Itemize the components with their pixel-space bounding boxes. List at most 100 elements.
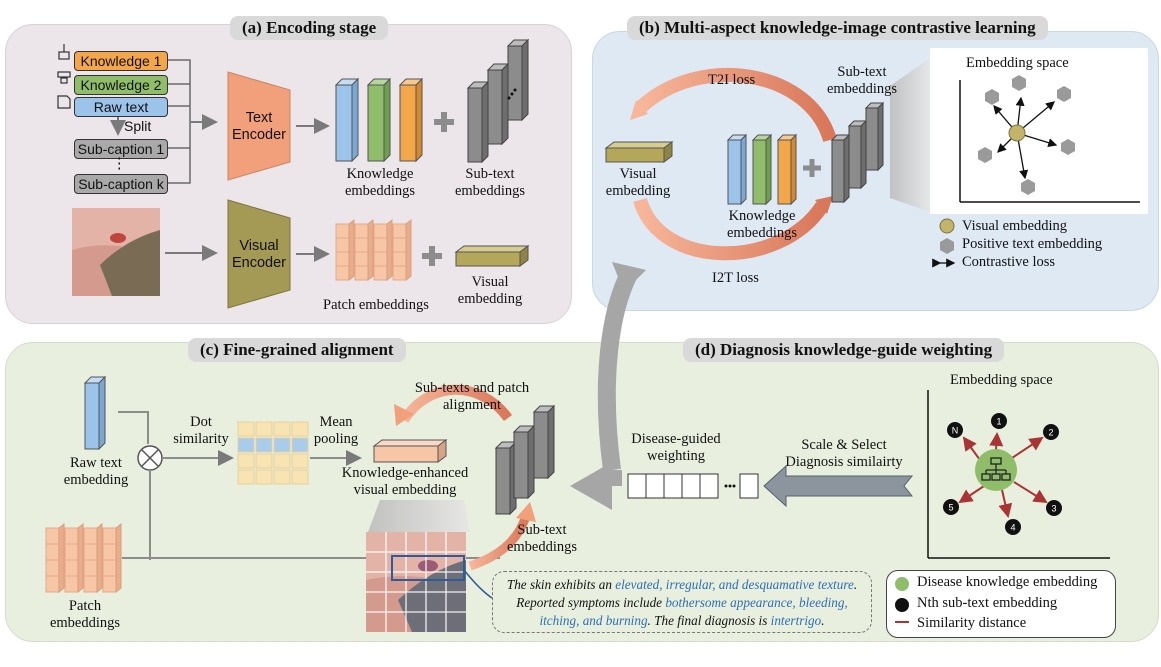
legend-d: Disease knowledge embedding Nth sub-text… (886, 570, 1116, 638)
patch-cell (373, 251, 388, 267)
patch-cell (102, 543, 117, 561)
subtext-node-label: 3 (1051, 504, 1056, 514)
patch-cell (45, 575, 60, 593)
t2i-arc (635, 67, 837, 143)
similarity-grid (237, 421, 309, 485)
subtext-embeddings-b-label: Sub-text embeddings (826, 64, 898, 97)
split-label: Split (124, 118, 152, 134)
patch-cell (354, 223, 369, 239)
patch-cell (392, 251, 407, 267)
caption-part: . (821, 613, 825, 628)
caption-part: . The final diagnosis is (647, 613, 771, 628)
caption-highlight: intertrigo (770, 613, 822, 628)
similarity-cell (255, 421, 273, 437)
skin-image-a (72, 208, 160, 296)
similarity-cell (273, 469, 291, 485)
text-encoder-shape (227, 71, 291, 181)
patch-cell (373, 223, 388, 239)
caption-highlight: elevated, irregular, and desquamative te… (615, 577, 854, 592)
similarity-cell (291, 437, 309, 453)
weight-cell (699, 473, 719, 499)
patch-cell (64, 575, 79, 593)
legend-disease-knowledge: Disease knowledge embedding (917, 574, 1098, 590)
dot-similarity-label: Dot similarity (173, 414, 229, 447)
similarity-cell (237, 453, 255, 469)
subtext-embeddings-b (830, 101, 885, 204)
patch-cell (335, 251, 350, 267)
visual-encoder-shape (227, 199, 291, 309)
raw-text-embedding-c (83, 375, 107, 451)
subtexts-patch-label: Sub-texts and patch alignment (414, 380, 530, 413)
subtext-node (1005, 519, 1021, 535)
panel-c-title: (c) Fine-grained alignment (188, 338, 406, 362)
disease-guided-label: Disease-guided weighting (631, 431, 721, 464)
subcaption-k-box: Sub-caption k (74, 174, 168, 194)
legend-similarity-distance: Similarity distance (917, 615, 1027, 631)
panel-a-title: (a) Encoding stage (230, 16, 389, 40)
knowledge-embeddings-label: Knowledge embeddings (344, 166, 416, 199)
i2t-arc (633, 197, 828, 261)
positive-text-points (978, 75, 1075, 195)
patch-embeddings-a (335, 218, 412, 282)
knowledge-embeddings-b (726, 133, 798, 206)
caption-highlight: bothersome appearance, bleeding, itching… (539, 595, 848, 628)
subtext-node (947, 422, 963, 438)
patch-embeddings-c-label: Patch embeddings (49, 598, 121, 631)
similarity-distance-arrows (958, 432, 1048, 518)
similarity-cell (255, 469, 273, 485)
legend-positive-text: Positive text embedding (962, 236, 1103, 252)
patch-cell (373, 265, 388, 281)
patch-cell (392, 223, 407, 239)
subtext-embeddings-a (466, 38, 530, 164)
visual-embedding-b-label: Visual embedding (605, 166, 671, 199)
embedding-space-d-label: Embedding space (950, 372, 1053, 388)
similarity-cell (273, 437, 291, 453)
patch-cell (64, 527, 79, 545)
subtext-node-label: 2 (1048, 428, 1053, 438)
t2i-loss-label: T2I loss (708, 72, 756, 88)
embedding-space-b-label: Embedding space (966, 55, 1069, 71)
weight-cell (681, 473, 701, 499)
patch-embeddings-label: Patch embeddings (323, 297, 429, 313)
knowledge-icon (57, 44, 71, 109)
patch-embeddings-c (45, 522, 122, 594)
knowledge-embeddings-a (334, 77, 424, 163)
knowledge-1-box: Knowledge 1 (74, 51, 168, 71)
patch-cell (64, 543, 79, 561)
caption-part: The skin exhibits an (506, 577, 616, 592)
similarity-cell (273, 421, 291, 437)
scale-select-arrow (763, 464, 914, 508)
patch-cell (83, 527, 98, 545)
similarity-cell (273, 453, 291, 469)
knowledge-embeddings-b-label: Knowledge embeddings (726, 208, 798, 241)
similarity-cell (291, 421, 309, 437)
subtext-node (1043, 424, 1059, 440)
similarity-cell (255, 437, 273, 453)
distance-arrow-icon (895, 621, 909, 623)
patch-cell (354, 237, 369, 253)
visual-point (1008, 124, 1026, 142)
subtext-embeddings-c (494, 404, 556, 516)
weight-cell (645, 473, 665, 499)
similarity-cell (237, 469, 255, 485)
patch-cell (392, 265, 407, 281)
visual-embedding-label: Visual embedding (457, 274, 523, 307)
subtext-node (1046, 500, 1062, 516)
caption-part: . Reported symptoms include (516, 577, 858, 610)
patch-cell (64, 559, 79, 577)
visual-embedding-a (454, 245, 530, 267)
patch-cell (102, 527, 117, 545)
ellipsis: ⋮ (112, 156, 127, 172)
similarity-cell (237, 421, 255, 437)
subtext-node-label: N (952, 426, 959, 436)
similarity-cell (237, 437, 255, 453)
caption-text: The skin exhibits an elevated, irregular… (492, 571, 872, 633)
raw-text-embedding-label: Raw text embedding (63, 455, 129, 488)
patch-cell (373, 237, 388, 253)
subtext-node (943, 499, 959, 515)
patch-cell (335, 265, 350, 281)
patch-cell (45, 543, 60, 561)
subtext-embeddings-label: Sub-text embeddings (454, 166, 526, 199)
subtext-node-label: 1 (996, 417, 1001, 427)
legend-contrastive-loss: Contrastive loss (962, 254, 1056, 270)
